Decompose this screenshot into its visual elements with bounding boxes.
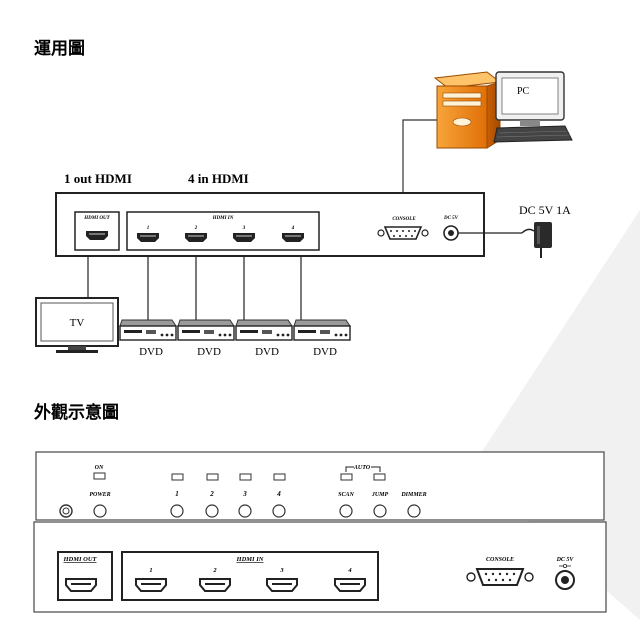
channel-button[interactable] bbox=[238, 504, 252, 518]
dvd-player-icon bbox=[119, 319, 177, 341]
dc-jack[interactable] bbox=[443, 225, 459, 241]
hdmi-port-pins bbox=[272, 583, 292, 585]
channel-button[interactable] bbox=[205, 504, 219, 518]
on-led-label: ON bbox=[95, 465, 104, 471]
hdmi-in-port[interactable] bbox=[137, 233, 159, 242]
rear-hdmi-in-port-number: 4 bbox=[347, 567, 352, 574]
hdmi-in-port[interactable] bbox=[233, 233, 255, 242]
hdmi-port-pins bbox=[140, 235, 156, 237]
in-hdmi-label: 4 in HDMI bbox=[188, 171, 249, 186]
auto-bracket bbox=[345, 466, 381, 472]
tv-label: TV bbox=[70, 317, 85, 329]
rear-hdmi-in-port-number: 1 bbox=[149, 567, 152, 574]
rear-console-tag: CONSOLE bbox=[486, 557, 514, 563]
dvd-player-icon bbox=[235, 319, 293, 341]
hdmi-port-pins bbox=[205, 583, 225, 585]
hdmi-in-port[interactable] bbox=[185, 233, 207, 242]
hdmi-in-port-number: 3 bbox=[242, 226, 246, 231]
hdmi-in-tag: HDMI IN bbox=[212, 216, 234, 221]
channel-label: 4 bbox=[276, 490, 281, 498]
hdmi-in-port-number: 2 bbox=[194, 226, 198, 231]
hdmi-out-tag: HDMI OUT bbox=[83, 216, 110, 221]
rear-dc-polarity-icon bbox=[559, 564, 571, 569]
console-port[interactable] bbox=[377, 226, 429, 240]
dimmer-button[interactable] bbox=[407, 504, 421, 518]
hdmi-port-pins bbox=[141, 583, 161, 585]
power-adapter-label: DC 5V 1A bbox=[519, 203, 571, 217]
hdmi-in-port-number: 1 bbox=[147, 226, 150, 231]
dvd-label: DVD bbox=[255, 346, 279, 358]
rear-hdmi-out-port[interactable] bbox=[65, 578, 97, 592]
out-hdmi-label: 1 out HDMI bbox=[64, 171, 132, 186]
hdmi-port-pins bbox=[340, 583, 360, 585]
pc-cable bbox=[402, 119, 437, 218]
jump-button[interactable] bbox=[373, 504, 387, 518]
rear-dc-tag: DC 5V bbox=[556, 557, 575, 563]
dvd-player-icon bbox=[293, 319, 351, 341]
power-button-label: POWER bbox=[89, 492, 110, 498]
ir-sensor bbox=[59, 504, 73, 518]
rear-console-port[interactable] bbox=[466, 568, 534, 586]
dc-tag: DC 5V bbox=[443, 216, 459, 221]
front-panel bbox=[35, 451, 605, 521]
rear-hdmi-in-port-number: 3 bbox=[279, 567, 284, 574]
pc-icon bbox=[433, 71, 573, 149]
channel-label: 2 bbox=[209, 490, 214, 498]
rear-hdmi-in-tag: HDMI IN bbox=[236, 556, 264, 563]
hdmi-in-port[interactable] bbox=[282, 233, 304, 242]
rear-hdmi-in-block bbox=[121, 551, 379, 601]
application-diagram-title: 運用圖 bbox=[34, 39, 85, 59]
pc-label: PC bbox=[517, 86, 530, 97]
dvd-player-icon bbox=[177, 319, 235, 341]
dvd-label: DVD bbox=[197, 346, 221, 358]
scan-label: SCAN bbox=[338, 492, 354, 498]
hdmi-in-block bbox=[126, 211, 320, 251]
channel-led bbox=[171, 473, 184, 481]
power-button[interactable] bbox=[93, 504, 107, 518]
dvd-label: DVD bbox=[313, 346, 337, 358]
channel-label: 1 bbox=[175, 490, 179, 498]
dimmer-label: DIMMER bbox=[400, 492, 426, 498]
scan-led bbox=[340, 473, 353, 481]
tv-icon bbox=[35, 297, 119, 353]
jump-label: JUMP bbox=[371, 492, 389, 498]
auto-label: AUTO bbox=[353, 465, 371, 471]
hdmi-port-pins bbox=[236, 235, 252, 237]
channel-led bbox=[206, 473, 219, 481]
rear-hdmi-in-port-number: 2 bbox=[212, 567, 217, 574]
channel-led bbox=[273, 473, 286, 481]
channel-button[interactable] bbox=[170, 504, 184, 518]
channel-led bbox=[239, 473, 252, 481]
on-led bbox=[93, 472, 106, 480]
jump-led bbox=[373, 473, 386, 481]
scan-button[interactable] bbox=[339, 504, 353, 518]
hdmi-port-pins bbox=[285, 235, 301, 237]
rear-dc-jack[interactable] bbox=[555, 570, 575, 590]
hdmi-out-port[interactable] bbox=[86, 231, 108, 240]
dvd-label: DVD bbox=[139, 346, 163, 358]
rear-hdmi-out-tag: HDMI OUT bbox=[62, 556, 97, 563]
hdmi-port-pins bbox=[188, 235, 204, 237]
channel-label: 3 bbox=[242, 490, 247, 498]
power-adapter-icon bbox=[521, 222, 552, 258]
hdmi-in-port-number: 4 bbox=[291, 226, 295, 231]
appearance-diagram-title: 外觀示意圖 bbox=[34, 403, 119, 423]
console-tag: CONSOLE bbox=[392, 217, 416, 222]
channel-button[interactable] bbox=[272, 504, 286, 518]
